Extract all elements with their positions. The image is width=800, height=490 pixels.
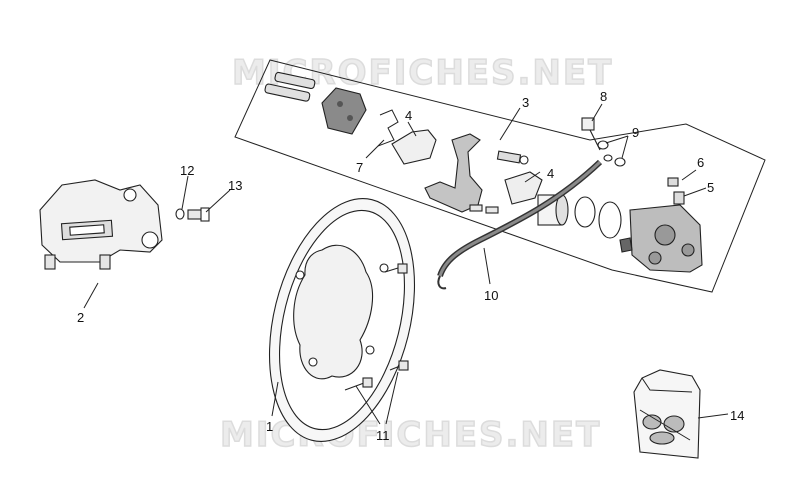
pad-plate-part	[391, 129, 437, 165]
watermark-top: MICROFICHES.NET	[232, 53, 613, 93]
callout-10: 10	[484, 288, 498, 303]
banjo-bolt-part	[581, 117, 601, 151]
assembly-outline	[234, 59, 766, 293]
repair-kit-part	[633, 369, 701, 459]
callout-4b: 4	[547, 166, 554, 181]
washer-part	[175, 208, 185, 220]
copper-washer-2-part	[614, 157, 626, 167]
slide-pin-part	[496, 150, 529, 165]
callout-7: 7	[356, 160, 363, 175]
guide-pin-part	[264, 71, 316, 102]
seal-ring-2-part	[598, 201, 622, 239]
callout-5: 5	[707, 180, 714, 195]
callout-6: 6	[697, 155, 704, 170]
brake-pad-part	[321, 87, 367, 135]
callout-8: 8	[600, 89, 607, 104]
bleeder-part	[667, 177, 685, 205]
callout-9: 9	[632, 125, 639, 140]
spring-clip-part	[377, 109, 399, 147]
callout-4a: 4	[405, 108, 412, 123]
callout-12: 12	[180, 163, 194, 178]
callout-13: 13	[228, 178, 242, 193]
bolt-part	[187, 207, 210, 222]
callout-14: 14	[730, 408, 744, 423]
pipe-fitting-part	[619, 237, 633, 253]
small-bolt-part	[469, 204, 499, 214]
pad-plate-2-part	[504, 171, 543, 205]
seal-ring-part	[574, 196, 596, 228]
brake-disc-part	[268, 198, 416, 442]
watermark-bottom: MICROFICHES.NET	[220, 415, 601, 455]
callout-1: 1	[266, 419, 273, 434]
caliper-bracket-part	[39, 179, 163, 270]
copper-washer-part	[597, 140, 609, 150]
callout-11: 11	[376, 428, 390, 443]
callout-2: 2	[77, 310, 84, 325]
callout-3: 3	[522, 95, 529, 110]
leader-lines	[83, 103, 729, 425]
disc-screw-part	[344, 263, 409, 391]
caliper-body-part	[629, 204, 703, 273]
